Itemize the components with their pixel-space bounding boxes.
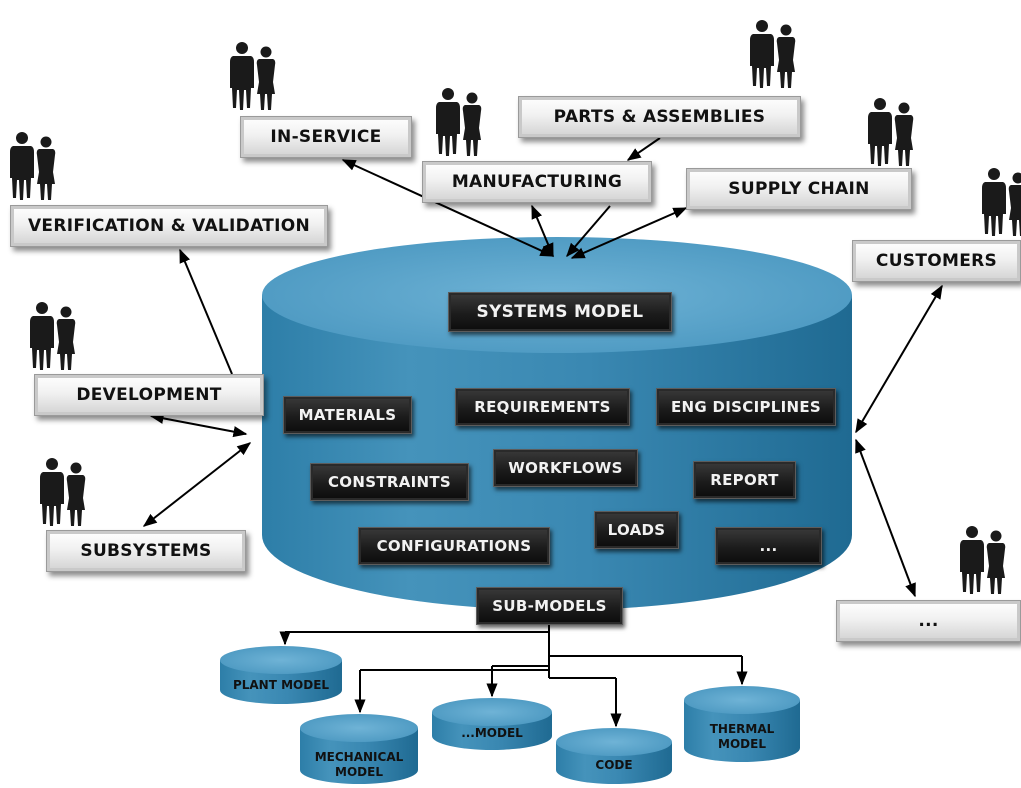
mechanical-model-text-1: MECHANICAL: [314, 750, 404, 764]
requirements-box: REQUIREMENTS: [455, 388, 630, 426]
constraints-box: CONSTRAINTS: [310, 463, 469, 501]
arrow-more: [855, 438, 916, 598]
plant-model-cylinder: [220, 646, 342, 704]
arrow-development: [149, 412, 248, 438]
people-development: [30, 302, 76, 370]
code-cylinder: [556, 728, 672, 784]
customers-box: CUSTOMERS: [852, 240, 1021, 282]
people-more: [960, 526, 1006, 594]
code-label: CODE: [556, 758, 672, 773]
more-stakeholders-box: ...: [836, 600, 1021, 642]
submodel-cylinders: [220, 646, 800, 784]
report-box: REPORT: [693, 461, 796, 499]
materials-box: MATERIALS: [283, 396, 412, 434]
plant-model-label: PLANT MODEL: [220, 678, 342, 693]
thermal-model-text-2: MODEL: [718, 737, 766, 751]
more-items-box: ...: [715, 527, 822, 565]
parts-assemblies-box: PARTS & ASSEMBLIES: [518, 96, 801, 138]
people-customers: [982, 168, 1021, 236]
arrow-supply-chain: [570, 207, 688, 259]
eng-disciplines-box: ENG DISCIPLINES: [656, 388, 836, 426]
plant-model-text: PLANT MODEL: [232, 678, 330, 692]
development-box: DEVELOPMENT: [34, 374, 264, 416]
verification-validation-box: VERIFICATION & VALIDATION: [10, 205, 328, 247]
arrow-subsystems: [142, 442, 252, 527]
systems-model-box: SYSTEMS MODEL: [448, 292, 672, 332]
configurations-box: CONFIGURATIONS: [358, 527, 550, 565]
thermal-model-label: THERMAL MODEL: [684, 722, 800, 752]
mechanical-model-text-2: MODEL: [335, 765, 383, 779]
people-manufacturing: [436, 88, 482, 156]
arrow-customers: [855, 284, 943, 434]
people-parts: [750, 20, 796, 88]
workflows-box: WORKFLOWS: [493, 449, 638, 487]
stakeholder-arrows: [142, 137, 943, 598]
thermal-model-text-1: THERMAL: [709, 722, 775, 736]
in-service-box: IN-SERVICE: [240, 116, 412, 158]
mechanical-model-label: MECHANICAL MODEL: [300, 750, 418, 780]
people-in-service: [230, 42, 276, 110]
manufacturing-box: MANUFACTURING: [422, 161, 652, 203]
sub-models-box: SUB-MODELS: [476, 587, 623, 625]
subsystems-box: SUBSYSTEMS: [46, 530, 246, 572]
more-model-label: ...MODEL: [432, 726, 552, 741]
people-verification: [10, 132, 56, 200]
code-text: CODE: [595, 758, 633, 772]
thermal-model-cylinder: [684, 686, 800, 762]
arrow-verification: [179, 248, 233, 375]
people-supply-chain: [868, 98, 914, 166]
more-model-text: ...MODEL: [461, 726, 523, 740]
supply-chain-box: SUPPLY CHAIN: [686, 168, 912, 210]
mechanical-model-cylinder: [300, 714, 418, 784]
arrow-manufacturing-a: [531, 204, 554, 258]
arrow-in-service: [341, 159, 555, 257]
submodel-arrows: [279, 622, 748, 728]
loads-box: LOADS: [594, 511, 679, 549]
more-model-cylinder: [432, 698, 552, 750]
arrow-parts: [626, 137, 661, 161]
people-subsystems: [40, 458, 86, 526]
